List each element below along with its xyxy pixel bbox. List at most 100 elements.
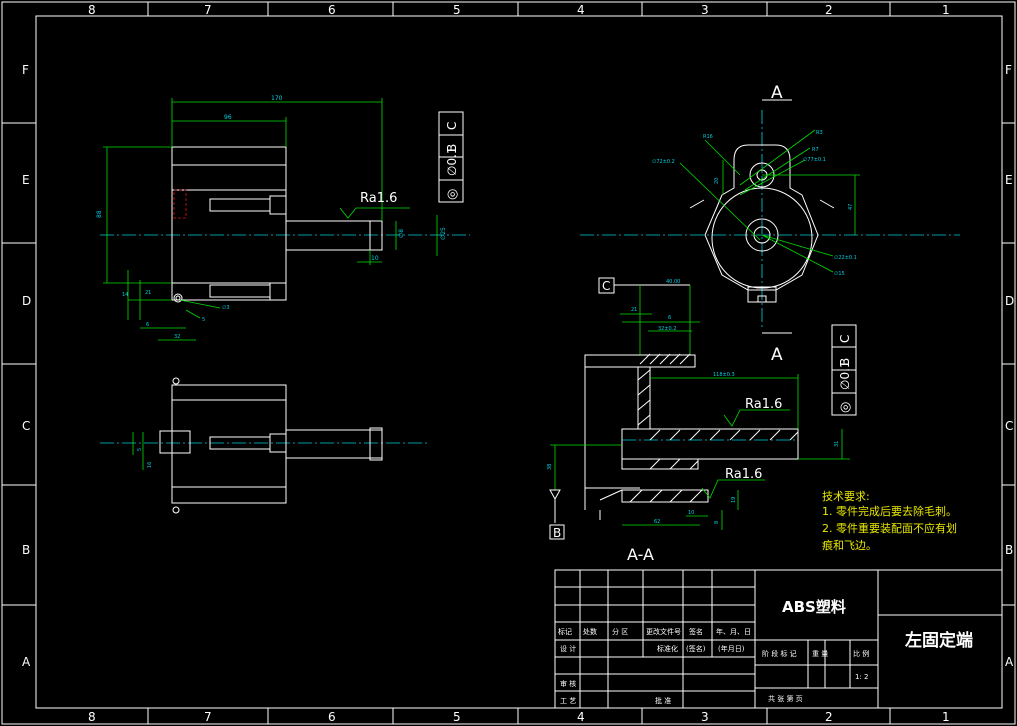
tb-label: (签名) [686,644,706,653]
shaft [285,220,383,251]
dim-62: 62 [654,519,660,525]
dim-6-sec: 6 [668,315,671,321]
dim-5: 5 [202,317,205,323]
row-label-left: E [22,173,30,187]
tb-label: 批 准 [655,696,671,705]
inner-border [35,15,1003,709]
datum-c: C [602,279,610,293]
dim-d72: ∅72±0.2 [652,159,675,165]
tb-label: 标记 [558,627,572,636]
tb-label: 标准化 [657,644,678,653]
title-block: ABS塑料 左固定端 标记 处数 分 区 更改文件号 签名 年、月、日 设 计 … [554,569,1003,709]
col-label-top: 2 [825,3,833,17]
dim-32: 32 [174,334,180,340]
dim-6: 6 [146,322,149,328]
tol-datum-c-sec: C [838,335,852,343]
tb-label: 比 例 [853,649,869,658]
section-shaft [621,428,799,460]
roughness-sec1: Ra1.6 [745,397,782,412]
col-label-top: 1 [942,3,950,17]
tol-datum-c: C [445,122,459,130]
section-mark-top: A [771,83,783,103]
tb-label: 工 艺 [560,697,576,705]
roughness-sec2: Ra1.6 [725,467,762,482]
dim-10: 10 [371,255,379,262]
tb-label: 处数 [583,627,597,636]
tb-label: 更改文件号 [646,627,681,636]
tech-notes: 技术要求: 1. 零件完成后要去除毛刺。 2. 零件重要装配面不应有划 痕和飞边… [822,490,957,552]
dim-d22: ∅22±0.1 [834,255,857,261]
body-outline [171,146,287,301]
row-label-right: A [1005,655,1014,669]
row-label-left: C [22,419,30,433]
col-label-bottom: 7 [204,710,212,724]
dim-88: 88 [96,210,103,218]
top-view: A A R16 R3 R7 ∅77±0.1 ∅72±0.2 ∅22±0.1 ∅1… [580,83,960,365]
col-label-bottom: 4 [577,710,585,724]
dim-21: 21 [145,290,151,296]
tol-datum-b: B [445,144,459,152]
dim-32-sec: 32±0.2 [658,326,677,332]
dim-40: 40.00 [666,279,680,285]
col-label-top: 7 [204,3,212,17]
dim-118: 118±0.3 [713,372,735,378]
tb-label: 年、月、日 [716,627,751,636]
dim-d77: ∅77±0.1 [803,157,826,163]
tb-label: 审 核 [560,679,576,688]
sheet-label: 共 张 第 页 [768,694,803,703]
tb-label: 签名 [689,627,703,636]
col-label-bottom: 5 [453,710,461,724]
section-mark-bottom: A [771,345,783,365]
side-view: 5 16 [100,377,430,514]
dim-side-5: 5 [137,448,143,451]
dim-d15: ∅15 [834,271,845,277]
dim-21-sec: 21 [631,307,637,313]
roughness-front: Ra1.6 [360,191,397,206]
tol-symbol-sec: ◎ [838,402,853,413]
material-label: ABS塑料 [782,598,846,616]
col-label-top: 5 [453,3,461,17]
datum-b: B [553,526,561,540]
dim-dia8: ∅8 [398,229,405,238]
tb-label: 阶 段 标 记 [762,649,797,658]
row-label-left: A [22,655,31,669]
row-label-right: C [1005,419,1013,433]
row-label-left: D [22,294,31,308]
col-label-bottom: 8 [88,710,96,724]
tech-note-line: 痕和飞边。 [822,538,877,552]
dim-38: 38 [547,464,553,470]
col-label-top: 4 [577,3,585,17]
col-label-top: 8 [88,3,96,17]
dim-r16: R16 [703,134,713,140]
scale-value: 1: 2 [855,673,869,681]
dim-31: 31 [834,441,840,447]
row-label-right: B [1005,543,1013,557]
row-label-left: F [22,63,29,77]
dim-47: 47 [848,204,854,210]
col-label-top: 6 [328,3,336,17]
dim-dia3: ∅3 [222,305,230,311]
col-label-top: 3 [701,3,709,17]
tolerance-frame-front: ◎ ∅0.1 B C [438,111,464,203]
tb-label: (年月日) [718,644,745,653]
dim-r3: R3 [816,130,823,136]
tb-label: 重 量 [812,650,828,658]
tol-value-sec: ∅0.1 [838,360,852,390]
col-label-bottom: 3 [701,710,709,724]
tol-symbol: ◎ [445,189,460,200]
tol-value: ∅0.1 [445,146,459,176]
dim-8: 8 [714,521,720,524]
tb-label: 分 区 [612,627,628,636]
dim-14: 14 [122,292,128,298]
dim-19: 19 [731,497,737,503]
section-view: C 40.00 21 6 32±0.2 [547,277,850,564]
part-name: 左固定端 [905,630,973,651]
tech-notes-heading: 技术要求: [822,490,870,503]
zone-labels: 8 7 6 5 4 3 2 1 8 7 6 5 4 3 2 1 F E D C … [22,3,1014,724]
dim-170: 170 [271,95,283,102]
row-label-left: B [22,543,30,557]
tech-note-line: 2. 零件重要装配面不应有划 [822,521,957,535]
